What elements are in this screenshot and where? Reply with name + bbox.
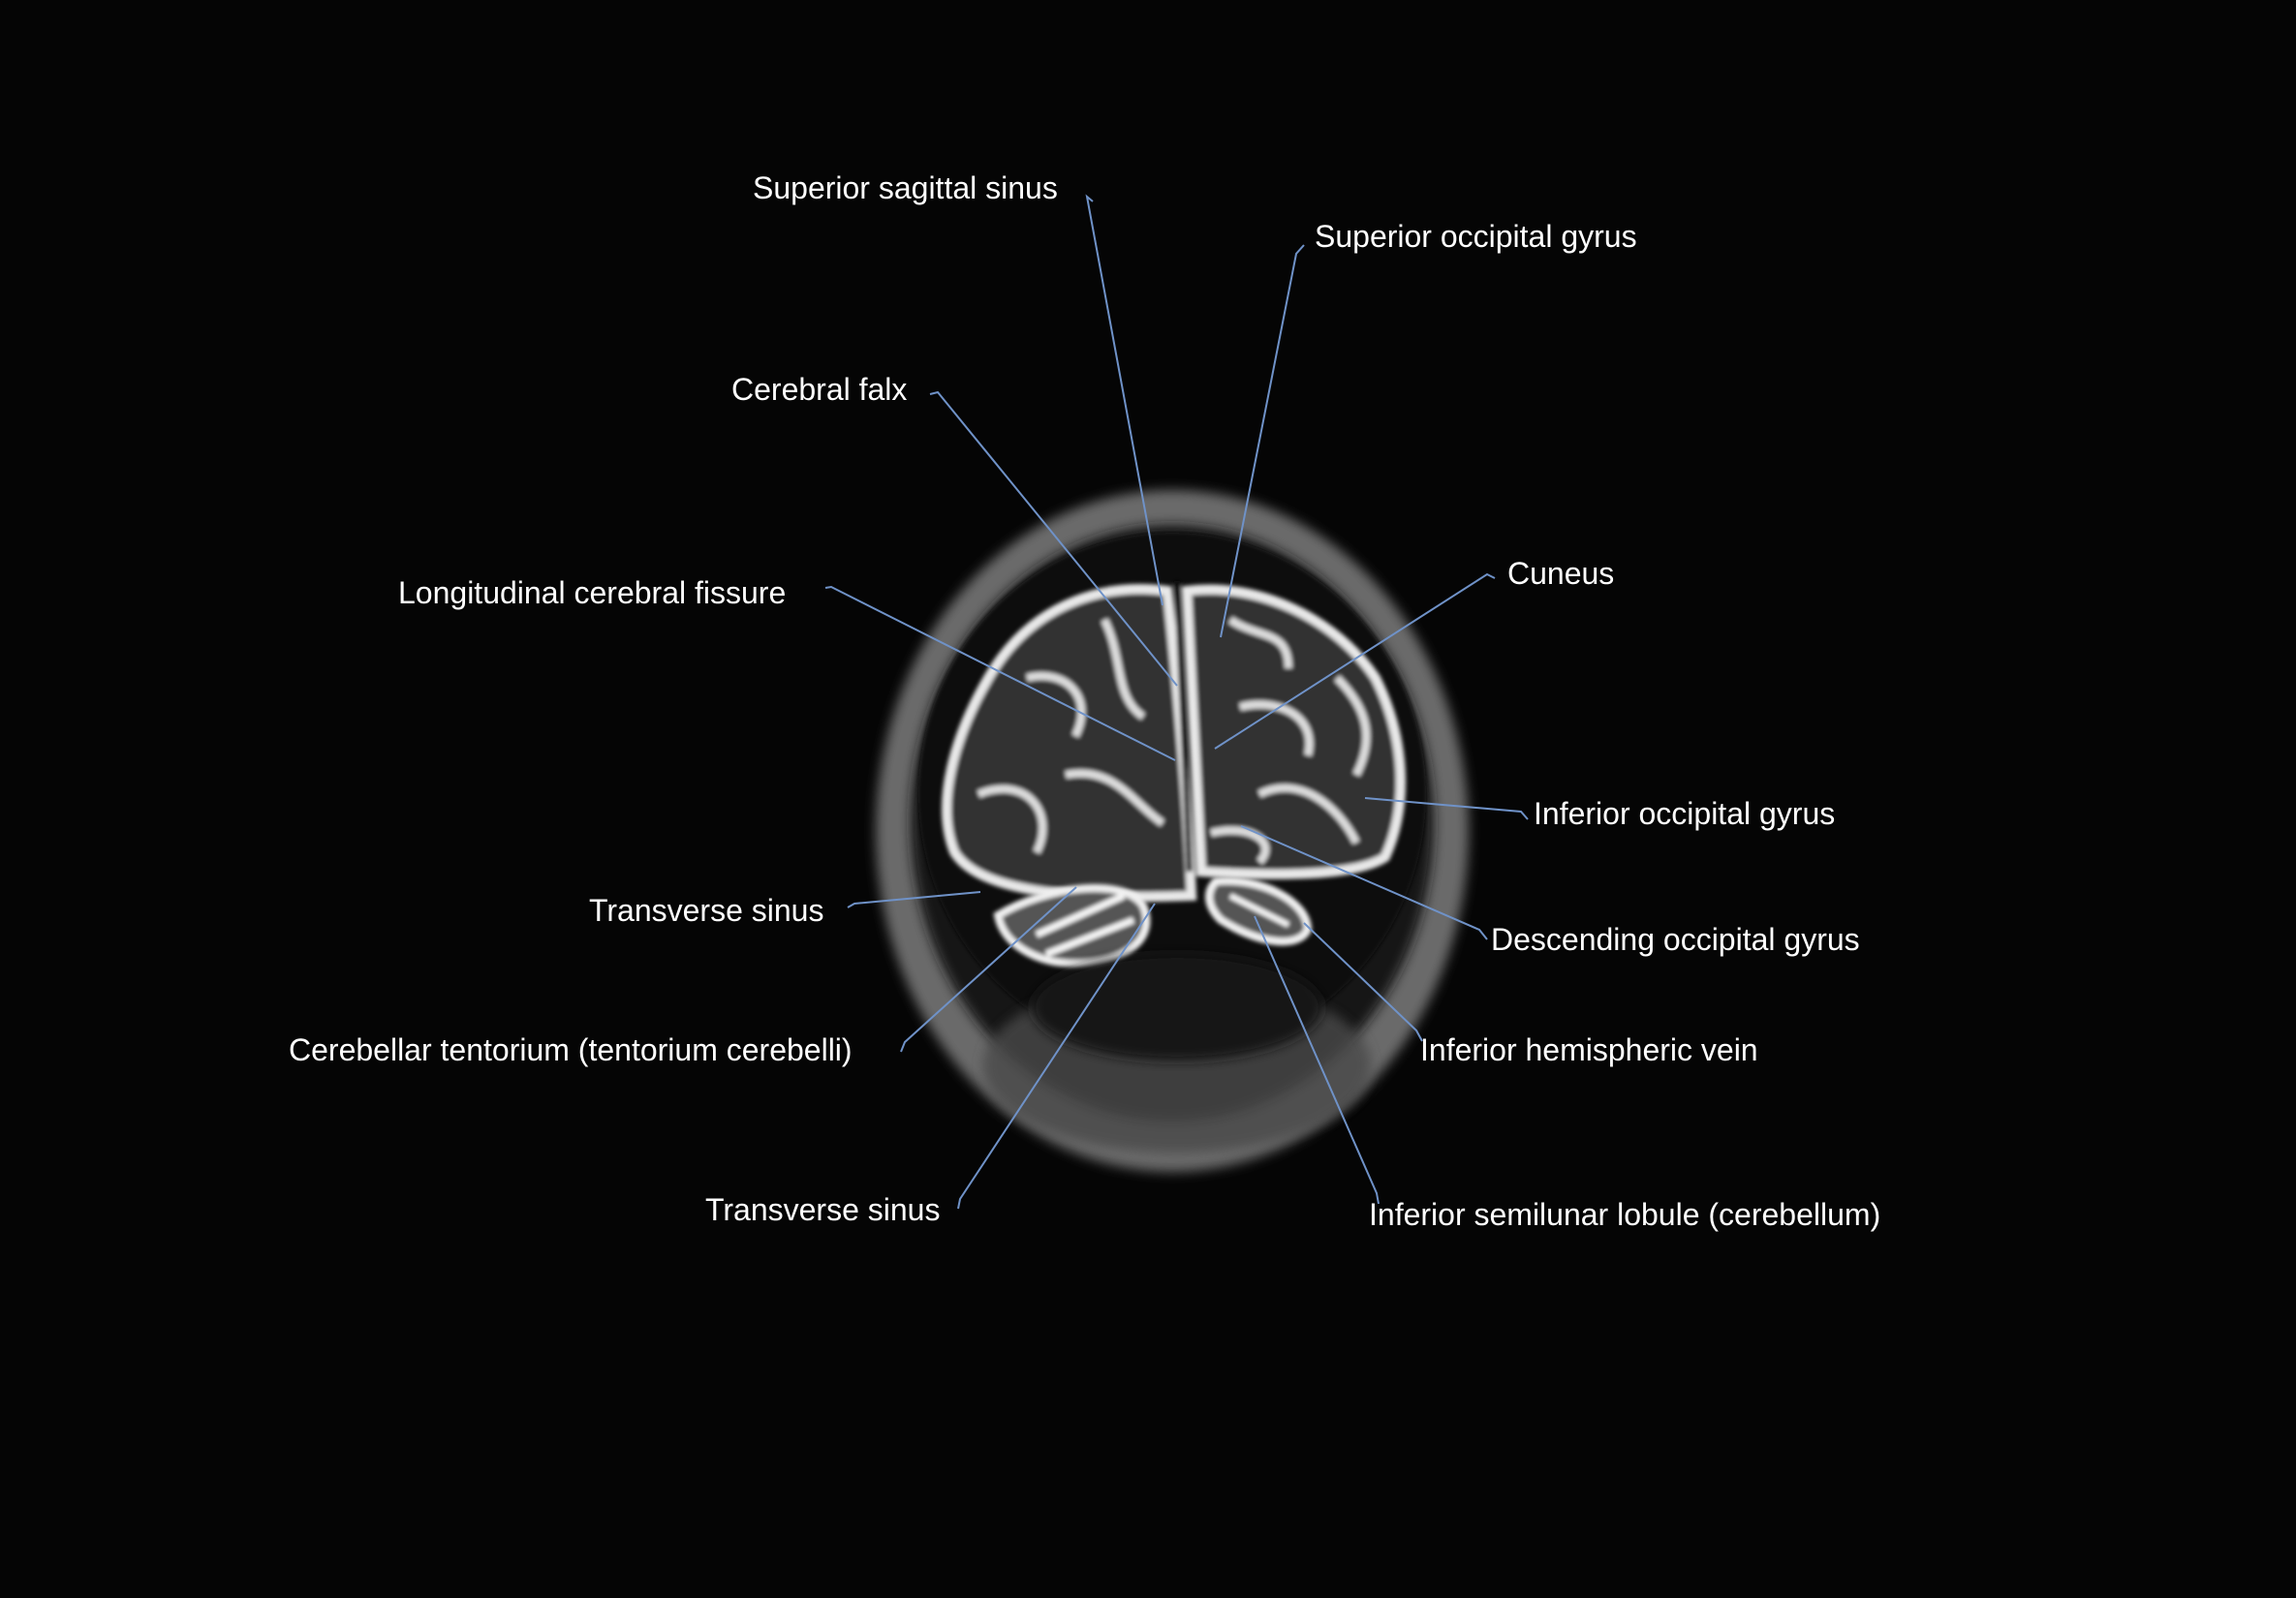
cerebral-hemispheres bbox=[942, 580, 1406, 903]
label-cerebellar-tentorium: Cerebellar tentorium (tentorium cerebell… bbox=[289, 1032, 853, 1067]
label-superior-occipital-gyrus: Superior occipital gyrus bbox=[1315, 219, 1637, 254]
leader-line-cerebellar-tentorium bbox=[900, 886, 1077, 1053]
leader-line-descending-occipital-gyrus bbox=[1240, 825, 1488, 940]
label-cuneus: Cuneus bbox=[1507, 556, 1615, 591]
leader-line-cerebral-falx bbox=[929, 390, 1178, 687]
label-inferior-occipital-gyrus: Inferior occipital gyrus bbox=[1534, 796, 1836, 831]
cerebellum bbox=[993, 876, 1313, 968]
leader-line-cuneus bbox=[1214, 572, 1496, 750]
label-inferior-hemispheric-vein: Inferior hemispheric vein bbox=[1420, 1032, 1758, 1067]
leader-line-inferior-hemispheric-vein bbox=[1303, 922, 1423, 1042]
leader-line-superior-sagittal-sinus bbox=[1085, 194, 1164, 606]
label-transverse-sinus-lower: Transverse sinus bbox=[705, 1192, 941, 1227]
label-descending-occipital-gyrus: Descending occipital gyrus bbox=[1491, 922, 1860, 957]
label-superior-sagittal-sinus: Superior sagittal sinus bbox=[753, 170, 1058, 205]
leader-line-superior-occipital-gyrus bbox=[1220, 244, 1305, 638]
leader-line-transverse-sinus-lower bbox=[957, 903, 1156, 1210]
label-cerebral-falx: Cerebral falx bbox=[731, 372, 908, 407]
leader-line-transverse-sinus-upper bbox=[847, 891, 981, 908]
leader-line-inferior-occipital-gyrus bbox=[1364, 797, 1529, 820]
leader-line-inferior-semilunar-lobule bbox=[1254, 915, 1380, 1205]
label-inferior-semilunar-lobule: Inferior semilunar lobule (cerebellum) bbox=[1369, 1197, 1881, 1232]
label-longitudinal-cerebral-fissure: Longitudinal cerebral fissure bbox=[398, 575, 787, 610]
label-transverse-sinus-upper: Transverse sinus bbox=[589, 893, 824, 928]
leader-line-longitudinal-cerebral-fissure bbox=[824, 585, 1176, 761]
